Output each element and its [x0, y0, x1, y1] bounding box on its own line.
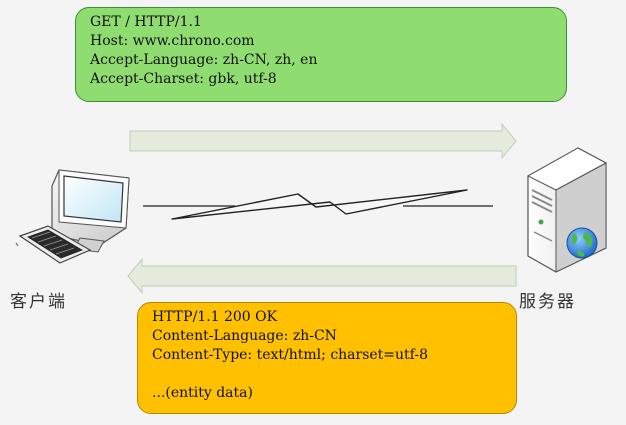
header-body-separator [152, 365, 502, 384]
status-line: HTTP/1.1 200 OK [152, 309, 278, 325]
response-header-content-type: Content-Type: text/html; charset=utf-8 [152, 347, 429, 363]
client-computer-icon [15, 169, 130, 264]
response-header-content-language: Content-Language: zh-CN [152, 328, 337, 344]
server-label: 服务器 [519, 292, 576, 312]
request-header-accept-charset: Accept-Charset: gbk, utf-8 [90, 71, 277, 87]
request-line: GET / HTTP/1.1 [90, 14, 202, 30]
lightning-bolt-icon [171, 189, 468, 220]
request-header-accept-language: Accept-Language: zh-CN, zh, en [90, 52, 318, 68]
response-message-box: HTTP/1.1 200 OK Content-Language: zh-CN … [137, 302, 517, 414]
response-body: ...(entity data) [152, 385, 253, 401]
request-header-host: Host: www.chrono.com [90, 33, 255, 49]
globe-icon [566, 227, 598, 259]
server-icon [526, 147, 608, 273]
request-message-box: GET / HTTP/1.1 Host: www.chrono.com Acce… [75, 7, 567, 102]
client-label: 客户端 [10, 292, 67, 312]
response-arrow [127, 257, 517, 295]
network-link [143, 189, 493, 220]
request-arrow [129, 122, 517, 160]
